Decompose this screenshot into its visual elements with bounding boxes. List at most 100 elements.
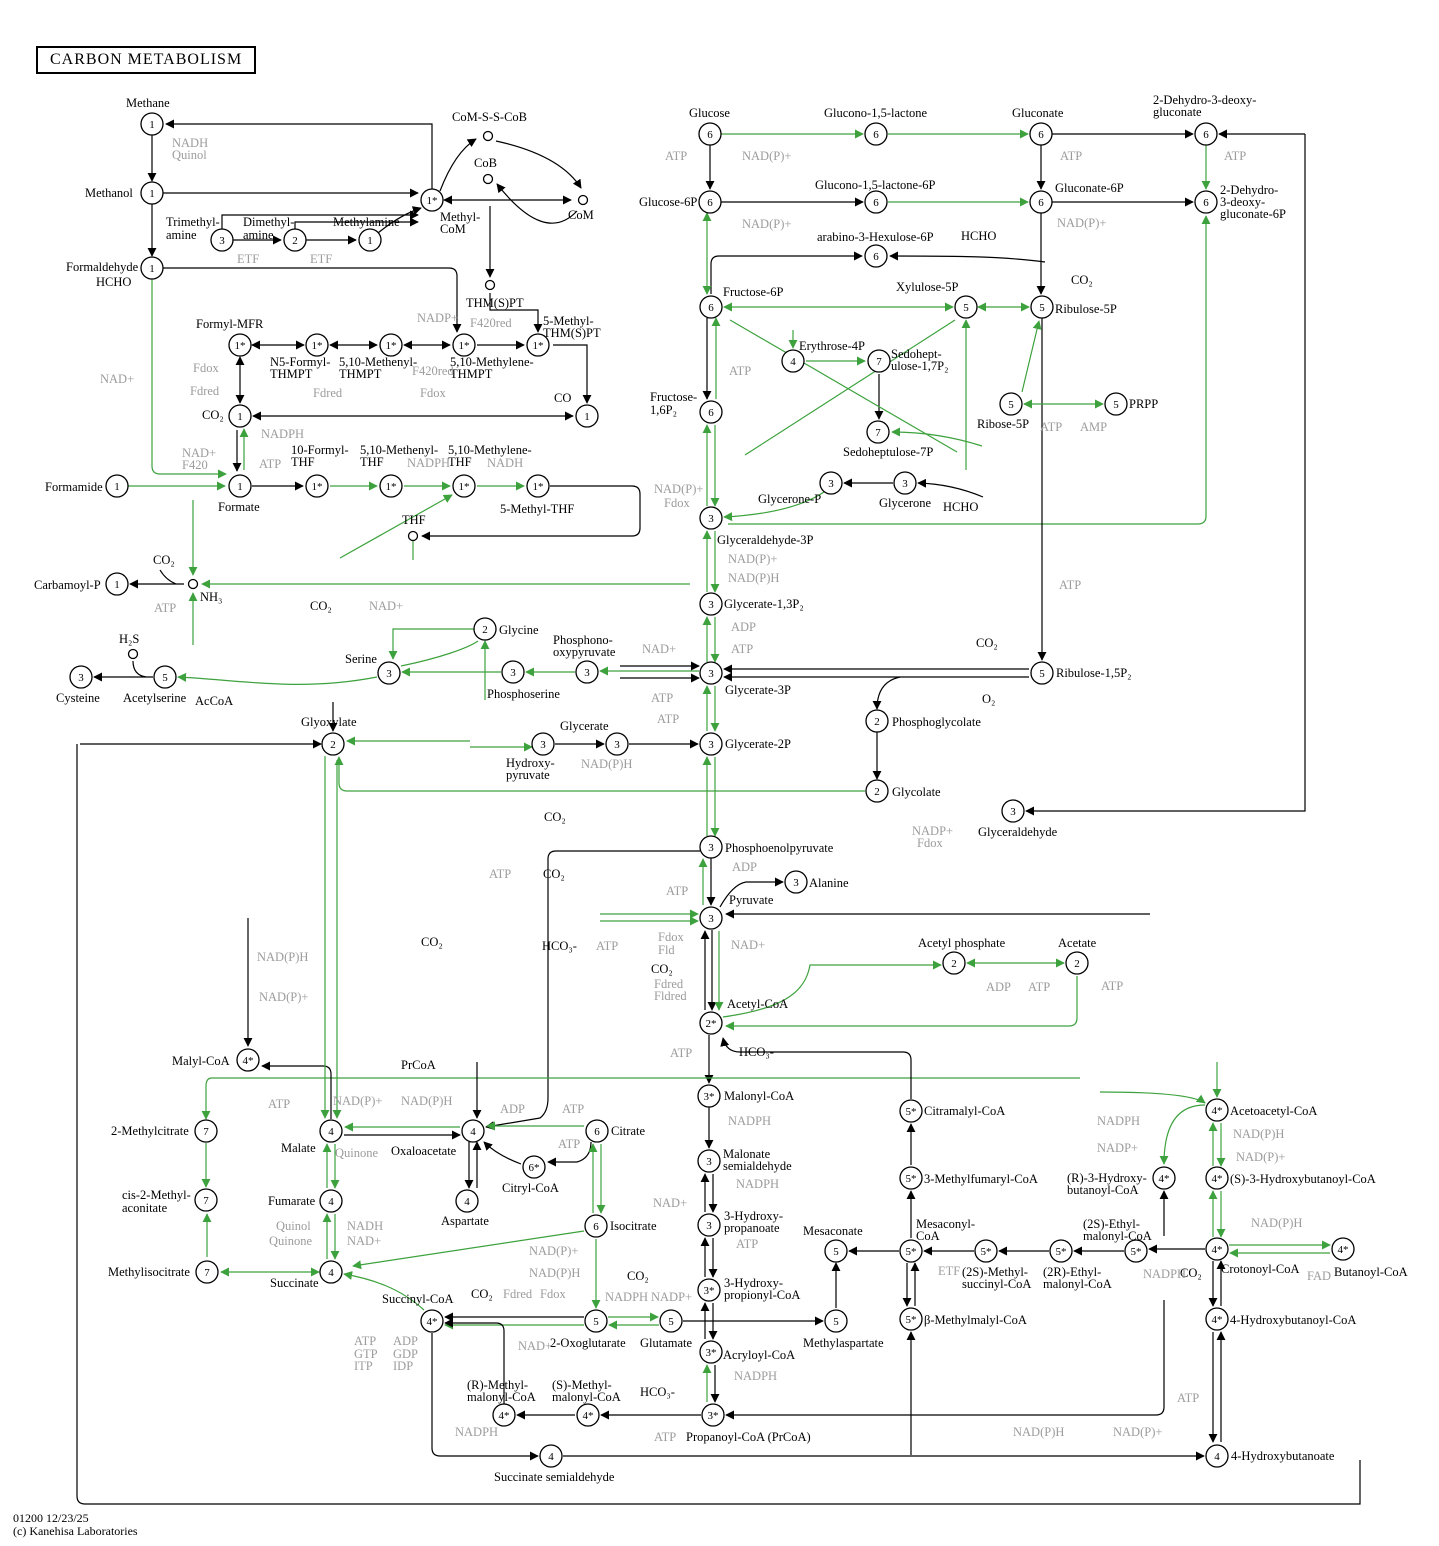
- pathway-node[interactable]: [697, 1278, 721, 1302]
- pathway-node[interactable]: [379, 474, 403, 498]
- pathway-node[interactable]: [819, 471, 843, 495]
- pathway-node[interactable]: [864, 190, 888, 214]
- pathway-node[interactable]: [484, 279, 496, 291]
- pathway-node[interactable]: [584, 1214, 608, 1238]
- pathway-node[interactable]: [482, 130, 494, 142]
- pathway-node[interactable]: [865, 779, 889, 803]
- pathway-node[interactable]: [899, 1239, 923, 1263]
- pathway-node[interactable]: [899, 1166, 923, 1190]
- pathway-node[interactable]: [539, 1444, 563, 1468]
- pathway-node[interactable]: [140, 181, 164, 205]
- pathway-node[interactable]: [575, 660, 599, 684]
- pathway-node[interactable]: [194, 1119, 218, 1143]
- pathway-node[interactable]: [824, 1309, 848, 1333]
- pathway-node[interactable]: [194, 1188, 218, 1212]
- pathway-node[interactable]: [461, 1119, 485, 1143]
- pathway-node[interactable]: [585, 1119, 609, 1143]
- pathway-node[interactable]: [698, 122, 722, 146]
- pathway-node[interactable]: [236, 1048, 260, 1072]
- pathway-node[interactable]: [452, 333, 476, 357]
- pathway-node[interactable]: [105, 572, 129, 596]
- pathway-node[interactable]: [105, 474, 129, 498]
- pathway-node[interactable]: [699, 1340, 723, 1364]
- pathway-node[interactable]: [305, 333, 329, 357]
- pathway-node[interactable]: [420, 1309, 444, 1333]
- pathway-node[interactable]: [867, 349, 891, 373]
- pathway-node[interactable]: [784, 870, 808, 894]
- pathway-node[interactable]: [1205, 1444, 1229, 1468]
- pathway-node[interactable]: [699, 592, 723, 616]
- pathway-node[interactable]: [1205, 1237, 1229, 1261]
- pathway-node[interactable]: [210, 228, 234, 252]
- pathway-node[interactable]: [195, 1260, 219, 1284]
- pathway-node[interactable]: [228, 404, 252, 428]
- pathway-node[interactable]: [319, 1119, 343, 1143]
- pathway-node[interactable]: [605, 732, 629, 756]
- pathway-node[interactable]: [699, 506, 723, 530]
- pathway-node[interactable]: [1205, 1166, 1229, 1190]
- pathway-node[interactable]: [893, 471, 917, 495]
- pathway-node[interactable]: [864, 122, 888, 146]
- pathway-node[interactable]: [69, 665, 93, 689]
- pathway-node[interactable]: [420, 188, 444, 212]
- pathway-node[interactable]: [942, 951, 966, 975]
- pathway-node[interactable]: [954, 295, 978, 319]
- pathway-node[interactable]: [577, 194, 589, 206]
- pathway-node[interactable]: [576, 1403, 600, 1427]
- pathway-node[interactable]: [1194, 190, 1218, 214]
- pathway-node[interactable]: [526, 333, 550, 357]
- pathway-node[interactable]: [781, 349, 805, 373]
- pathway-node[interactable]: [452, 474, 476, 498]
- pathway-node[interactable]: [697, 1213, 721, 1237]
- pathway-node[interactable]: [1205, 1098, 1229, 1122]
- pathway-node[interactable]: [492, 1403, 516, 1427]
- pathway-node[interactable]: [999, 392, 1023, 416]
- pathway-node[interactable]: [140, 256, 164, 280]
- pathway-node[interactable]: [1194, 122, 1218, 146]
- pathway-node[interactable]: [699, 906, 723, 930]
- pathway-node[interactable]: [699, 295, 723, 319]
- pathway-node[interactable]: [1205, 1307, 1229, 1331]
- pathway-node[interactable]: [1331, 1237, 1355, 1261]
- pathway-node[interactable]: [1029, 190, 1053, 214]
- pathway-node[interactable]: [127, 648, 139, 660]
- pathway-node[interactable]: [1124, 1239, 1148, 1263]
- pathway-node[interactable]: [1049, 1239, 1073, 1263]
- pathway-node[interactable]: [699, 835, 723, 859]
- pathway-node[interactable]: [659, 1309, 683, 1333]
- pathway-node[interactable]: [501, 660, 525, 684]
- pathway-node[interactable]: [697, 1084, 721, 1108]
- pathway-node[interactable]: [699, 732, 723, 756]
- pathway-node[interactable]: [283, 228, 307, 252]
- pathway-node[interactable]: [526, 474, 550, 498]
- pathway-node[interactable]: [699, 661, 723, 685]
- pathway-node[interactable]: [584, 1309, 608, 1333]
- pathway-node[interactable]: [187, 578, 199, 590]
- pathway-node[interactable]: [899, 1099, 923, 1123]
- pathway-node[interactable]: [153, 665, 177, 689]
- pathway-node[interactable]: [824, 1239, 848, 1263]
- pathway-node[interactable]: [899, 1307, 923, 1331]
- pathway-node[interactable]: [473, 617, 497, 641]
- pathway-node[interactable]: [140, 112, 164, 136]
- pathway-node[interactable]: [358, 228, 382, 252]
- pathway-node[interactable]: [864, 244, 888, 268]
- pathway-node[interactable]: [697, 1149, 721, 1173]
- pathway-node[interactable]: [699, 400, 723, 424]
- pathway-node[interactable]: [228, 474, 252, 498]
- pathway-node[interactable]: [698, 190, 722, 214]
- pathway-node[interactable]: [1152, 1166, 1176, 1190]
- pathway-node[interactable]: [866, 420, 890, 444]
- pathway-node[interactable]: [319, 1189, 343, 1213]
- pathway-node[interactable]: [228, 333, 252, 357]
- pathway-node[interactable]: [974, 1239, 998, 1263]
- pathway-node[interactable]: [575, 404, 599, 428]
- pathway-node[interactable]: [407, 530, 419, 542]
- pathway-node[interactable]: [701, 1403, 725, 1427]
- pathway-node[interactable]: [455, 1189, 479, 1213]
- pathway-node[interactable]: [1104, 392, 1128, 416]
- pathway-node[interactable]: [865, 709, 889, 733]
- pathway-node[interactable]: [1030, 295, 1054, 319]
- pathway-node[interactable]: [522, 1155, 546, 1179]
- pathway-node[interactable]: [1030, 661, 1054, 685]
